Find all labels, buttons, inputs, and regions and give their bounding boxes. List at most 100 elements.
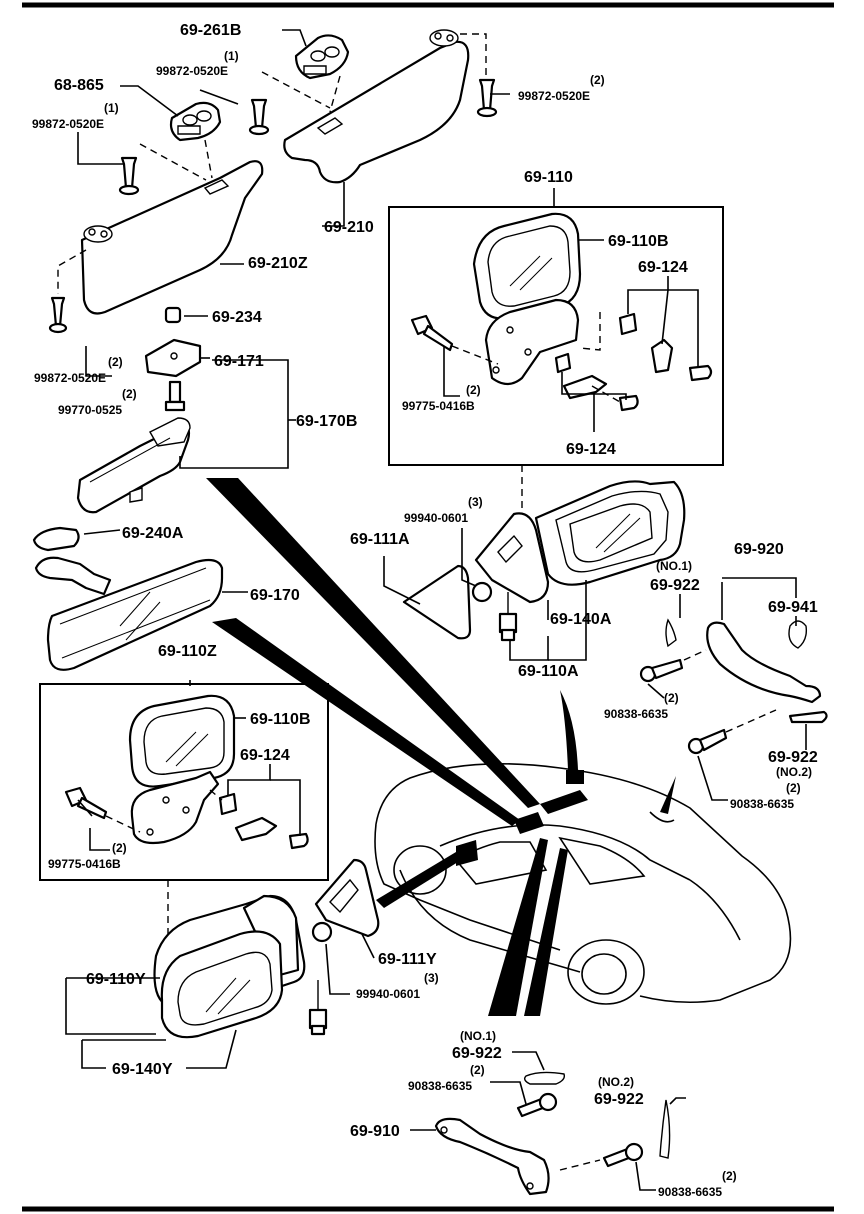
sunvisor-right xyxy=(283,29,470,184)
screw-top-center xyxy=(248,98,270,136)
screw-grip-lower-b xyxy=(602,1142,644,1168)
label-bolt-r: 99775-0416B xyxy=(402,399,475,413)
leader-wedge-6 xyxy=(524,848,568,1016)
leader-wedge-4 xyxy=(376,852,458,908)
mirror-left-body xyxy=(128,694,236,845)
label-screw-0525: 99770-0525 xyxy=(58,403,122,417)
inner-mirror xyxy=(34,556,224,671)
label-grip-clip: 69-941 xyxy=(768,599,818,616)
label-mirror-r-body: 69-110B xyxy=(608,233,669,250)
box-mirror-right xyxy=(388,206,724,466)
connector-left xyxy=(308,980,328,1036)
label-screw-0525-qty: (2) xyxy=(122,387,137,401)
sunvisor-left xyxy=(80,160,264,315)
label-bolt-r-qty: (2) xyxy=(466,383,481,397)
label-screw-6635c-qty: (2) xyxy=(470,1063,485,1077)
label-mirror-r-clip: 69-124 xyxy=(638,259,688,276)
label-sunvisor-r: 69-210 xyxy=(324,219,374,236)
dash-clip-left xyxy=(209,789,223,801)
label-sunvisor-holder-r: 69-261B xyxy=(180,22,241,39)
inner-mirror-base xyxy=(144,338,202,378)
label-grip-b-cap1-no: (NO.1) xyxy=(460,1029,496,1043)
dash-grip-upper xyxy=(683,649,707,661)
label-screw-6635a-qty: (2) xyxy=(664,691,679,705)
label-cap: 69-234 xyxy=(212,309,262,326)
screw-grip-upper xyxy=(639,658,684,683)
dash-screw-l2 xyxy=(57,249,87,294)
mirror-right-body xyxy=(472,212,582,386)
label-grip-b-cap2: 69-922 xyxy=(594,1091,644,1108)
assist-grip-upper xyxy=(665,618,822,704)
label-grip-cap2: 69-922 xyxy=(768,749,818,766)
label-screw-2b-qty: (2) xyxy=(108,355,123,369)
leader-wedge-2 xyxy=(212,618,520,826)
label-screw-6635b: 90838-6635 xyxy=(730,797,794,811)
label-screw-2b: 99872-0520E xyxy=(34,371,106,385)
dash-grip-lower xyxy=(559,1159,601,1171)
dash-holder-r xyxy=(329,75,341,113)
car-silhouette xyxy=(374,762,792,1005)
clip-left xyxy=(218,792,309,850)
leader-lines xyxy=(65,29,807,1191)
dash-clip-right xyxy=(579,312,601,351)
label-inner-mirror: 69-170 xyxy=(250,587,300,604)
outer-mirror-left xyxy=(153,894,306,1039)
label-grip-cap2-no: (NO.2) xyxy=(776,765,812,779)
label-grip-assy: 69-920 xyxy=(734,541,784,558)
bolt-right xyxy=(410,314,454,352)
label-inner-mirror-assy: 69-170B xyxy=(296,413,357,430)
label-grip-cap1: 69-922 xyxy=(650,577,700,594)
label-screw-1b-qty: (1) xyxy=(104,101,119,115)
label-mirror-l-clip: 69-124 xyxy=(240,747,290,764)
outer-mirror-right xyxy=(474,480,686,604)
garnish-left xyxy=(314,858,380,938)
label-bolt-l: 99775-0416B xyxy=(48,857,121,871)
dash-bolt-right xyxy=(451,345,499,365)
label-screw-1b: 99872-0520E xyxy=(32,117,104,131)
dash-screw-right xyxy=(460,33,487,76)
label-nut-a: 99940-0601 xyxy=(404,511,468,525)
sunvisor-holder-right xyxy=(294,34,350,80)
label-garnish-y: 69-111Y xyxy=(378,951,437,968)
bolt-left xyxy=(64,786,108,820)
label-base: 69-171 xyxy=(214,353,264,370)
label-nut-y-qty: (3) xyxy=(424,971,439,985)
label-bolt-l-qty: (2) xyxy=(112,841,127,855)
dash-screw-top xyxy=(261,71,331,109)
dash-bolt-left xyxy=(105,815,141,833)
nut-right xyxy=(471,581,493,603)
inner-mirror-cover xyxy=(32,526,80,552)
label-box-l-title: 69-110Z xyxy=(158,643,217,660)
label-screw-1a-qty: (1) xyxy=(224,49,239,63)
leader-wedge-3 xyxy=(560,690,578,770)
label-screw-6635b-qty: (2) xyxy=(786,781,801,795)
label-sunvisor-holder-l: 68-865 xyxy=(54,77,104,94)
dash-grip-mid xyxy=(725,709,777,733)
label-grip-b-cap2-no: (NO.2) xyxy=(598,1075,634,1089)
label-garnish-a: 69-111A xyxy=(350,531,410,548)
label-outer-mirror-y: 69-110Y xyxy=(86,971,146,988)
box-mirror-left xyxy=(39,683,329,881)
screw-top-right xyxy=(476,78,498,118)
inner-mirror-cap xyxy=(164,306,182,324)
label-outer-glass-y: 69-140Y xyxy=(112,1061,173,1078)
label-nut-a-qty: (3) xyxy=(468,495,483,509)
label-grip-cap1-no: (NO.1) xyxy=(656,559,692,573)
sunvisor-holder-left xyxy=(169,101,222,142)
inner-mirror-old xyxy=(76,417,191,514)
label-mirror-r-clip2: 69-124 xyxy=(566,441,616,458)
screw-left-lower xyxy=(48,296,68,334)
assist-grip-lower xyxy=(434,1071,671,1196)
label-screw-6635d-qty: (2) xyxy=(722,1169,737,1183)
label-outer-mirror-a: 69-110A xyxy=(518,663,579,680)
dash-screw-l1 xyxy=(139,143,207,181)
label-grip-b-cap1: 69-922 xyxy=(452,1045,502,1062)
label-outer-glass-a: 69-140A xyxy=(550,611,612,628)
label-grip-b: 69-910 xyxy=(350,1123,400,1140)
nut-left xyxy=(311,921,333,943)
label-sunvisor-l: 69-210Z xyxy=(248,255,308,272)
leader-wedge-5 xyxy=(488,838,548,1016)
screw-grip-mid xyxy=(687,728,728,755)
clip-right-b xyxy=(554,352,639,412)
